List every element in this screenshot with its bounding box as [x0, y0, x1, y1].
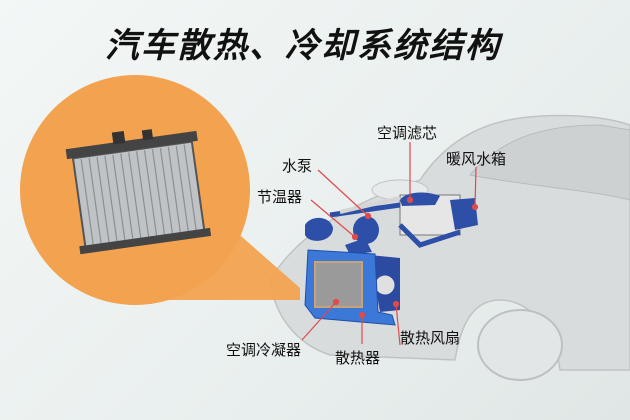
- label-water-pump: 水泵: [282, 157, 313, 175]
- reservoir-part: [305, 217, 333, 241]
- label-ac-filter: 空调滤芯: [377, 124, 438, 142]
- label-radiator: 散热器: [335, 349, 381, 367]
- page-title: 汽车散热、冷却系统结构: [105, 26, 501, 66]
- water-pump-part: [353, 216, 379, 244]
- hose-gray: [339, 196, 401, 214]
- car-windshield: [469, 124, 630, 201]
- label-heater-core: 暖风水箱: [446, 150, 507, 168]
- car-wheel: [477, 309, 563, 381]
- radiator-closeup: [65, 129, 212, 255]
- label-thermostat: 节温器: [257, 188, 303, 206]
- condenser-core: [314, 261, 363, 308]
- thermostat-part: [345, 238, 372, 255]
- label-ac-condenser: 空调冷凝器: [226, 341, 302, 359]
- label-cooling-fan: 散热风扇: [400, 329, 461, 347]
- leader-lines: [301, 142, 479, 346]
